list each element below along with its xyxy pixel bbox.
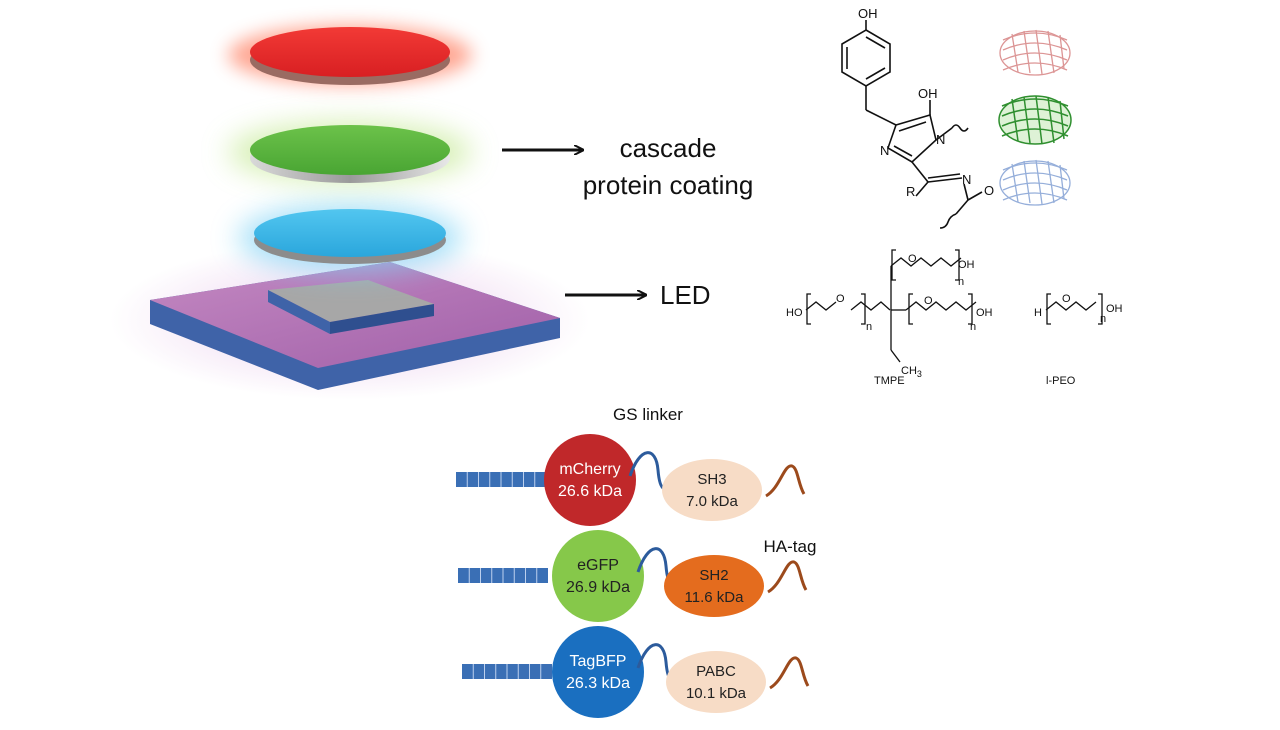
tmpe-o1: O (836, 293, 845, 305)
binding-domain-ellipse (664, 555, 764, 617)
ha-tag-curve (769, 656, 810, 690)
tmpe-structure (805, 249, 977, 363)
ha-tag-curve (765, 464, 806, 498)
chromophore-n3: N (962, 172, 971, 187)
domain-name-label: SH2 (699, 567, 728, 584)
led-device-illustration (110, 25, 590, 400)
fp-mass-label: 26.3 kDa (566, 675, 630, 692)
tmpe-labels: HO O n O OH n O OH n CH3 TMPE (786, 253, 993, 387)
fluorescent-protein-circle (552, 626, 644, 718)
fluorescent-protein-circle (544, 434, 636, 526)
construct-row: mCherry 26.6 kDa SH3 7.0 kDa (456, 434, 806, 526)
domain-mass-label: 10.1 kDa (686, 685, 747, 702)
ha-tag-label: HA-tag (764, 537, 817, 556)
chromophore-oh-ring: OH (918, 86, 938, 101)
tmpe-n2: n (958, 276, 964, 288)
fp-name-label: eGFP (577, 557, 619, 574)
fp-name-label: TagBFP (570, 653, 627, 670)
tmpe-ch: CH (901, 365, 917, 377)
domain-mass-label: 11.6 kDa (685, 589, 745, 606)
red-disc (228, 25, 472, 85)
tmpe-o2: O (908, 253, 917, 265)
chromophore-labels: OH OH N N N R O (858, 6, 994, 199)
blue-disc (238, 204, 462, 272)
fp-mass-label: 26.6 kDa (558, 483, 622, 500)
chromophore-o: O (984, 183, 994, 198)
chromophore-r: R (906, 184, 915, 199)
tmpe-n1: n (866, 321, 872, 333)
phenol-ring (841, 29, 891, 87)
binding-domain-ellipse (666, 651, 766, 713)
lpeo-oh: OH (1106, 303, 1123, 315)
lpeo-structure (1045, 293, 1103, 325)
fluorescent-protein-circle (552, 530, 644, 622)
his-tag-bar (462, 664, 552, 679)
led-chip-side-left (268, 290, 330, 334)
construct-row: eGFP 26.9 kDa SH2 11.6 kDa (458, 530, 808, 622)
binding-domain-ellipse (662, 459, 762, 521)
tmpe-oh-top: OH (958, 259, 975, 271)
fp-name-label: mCherry (559, 461, 620, 478)
construct-list: mCherry 26.6 kDa SH3 7.0 kDa eGFP 26.9 kDa SH2… (456, 434, 810, 718)
cascade-label-line2: protein coating (583, 170, 754, 200)
domain-mass-label: 7.0 kDa (686, 493, 738, 510)
fp-mass-label: 26.9 kDa (566, 579, 630, 596)
chromophore-n2: N (880, 143, 889, 158)
lpeo-h: H (1034, 307, 1042, 319)
chromophore-oh-top: OH (858, 6, 878, 21)
protein-barrel-red (999, 29, 1071, 76)
green-disc (228, 122, 472, 183)
led-chip-side-right (330, 304, 434, 334)
tmpe-ch3-sub: 3 (917, 369, 922, 379)
his-tag-bar (458, 568, 548, 583)
construct-row: TagBFP 26.3 kDa PABC 10.1 kDa (462, 626, 810, 718)
tmpe-ho: HO (786, 307, 803, 319)
protein-barrel-blue (999, 159, 1071, 206)
lpeo-o: O (1062, 293, 1071, 305)
lpeo-n: n (1100, 313, 1106, 325)
tmpe-ch3: CH3 (901, 365, 922, 379)
lpeo-name: l-PEO (1046, 375, 1076, 387)
tmpe-oh-right: OH (976, 307, 993, 319)
cascade-label-line1: cascade (620, 133, 717, 163)
tmpe-o3: O (924, 295, 933, 307)
chromophore-structure (841, 20, 983, 229)
ha-tag-curve (767, 560, 808, 594)
imidazole-ring (887, 113, 937, 163)
tmpe-n3: n (970, 321, 976, 333)
gs-linker-label: GS linker (613, 405, 683, 424)
led-chip (268, 280, 434, 322)
his-tag-bar (456, 472, 546, 487)
tmpe-name: TMPE (874, 375, 905, 387)
led-label: LED (660, 280, 711, 310)
domain-name-label: SH3 (697, 471, 726, 488)
protein-barrel-green (998, 95, 1072, 145)
domain-name-label: PABC (696, 663, 736, 680)
lpeo-labels: H O n OH l-PEO (1034, 293, 1123, 387)
chromophore-n1: N (936, 132, 945, 147)
